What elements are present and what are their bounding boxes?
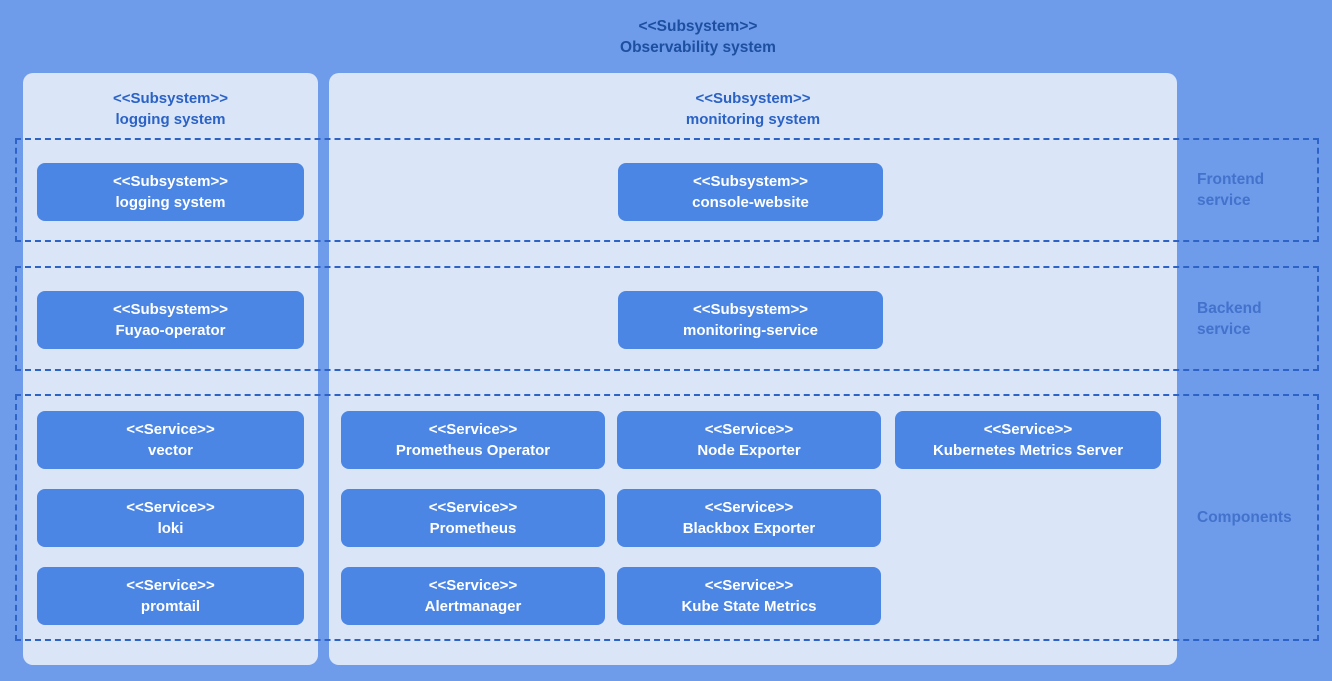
node-prometheus: <<Service>> Prometheus [341,489,605,547]
diagram-title-name: Observability system [620,39,776,56]
layer-backend-service [15,266,1319,371]
node-loki: <<Service>> loki [37,489,304,547]
node-name: Blackbox Exporter [682,520,816,537]
node-alertmanager: <<Service>> Alertmanager [341,567,605,625]
layer-label-frontend-service: Frontend service [1197,138,1315,242]
layer-label-text: Frontend service [1197,171,1265,209]
diagram-title-stereotype: <<Subsystem>> [638,18,758,35]
node-stereotype: <<Service>> [126,421,215,438]
node-console-website: <<Subsystem>> console-website [618,163,883,221]
node-name: vector [147,442,194,459]
node-name: Kubernetes Metrics Server [932,442,1124,459]
node-stereotype: <<Service>> [428,499,518,516]
node-promtail: <<Service>> promtail [37,567,304,625]
node-stereotype: <<Service>> [126,577,215,594]
node-stereotype: <<Subsystem>> [112,301,229,318]
panel-header-name: logging system [115,111,226,128]
node-kubernetes-metrics-server: <<Service>> Kubernetes Metrics Server [895,411,1161,469]
node-stereotype: <<Service>> [704,577,794,594]
panel-header-name: monitoring system [685,111,821,128]
layer-frontend-service [15,138,1319,242]
node-prometheus-operator: <<Service>> Prometheus Operator [341,411,605,469]
node-stereotype: <<Service>> [428,421,518,438]
node-stereotype: <<Service>> [126,499,215,516]
node-stereotype: <<Subsystem>> [692,301,809,318]
node-name: promtail [140,598,201,615]
panel-header-stereotype: <<Subsystem>> [695,90,811,107]
node-node-exporter: <<Service>> Node Exporter [617,411,881,469]
layer-components [15,394,1319,641]
node-logging-system: <<Subsystem>> logging system [37,163,304,221]
panel-header-stereotype: <<Subsystem>> [112,90,229,107]
node-name: loki [157,520,184,537]
node-vector: <<Service>> vector [37,411,304,469]
node-stereotype: <<Subsystem>> [112,173,229,190]
node-kube-state-metrics: <<Service>> Kube State Metrics [617,567,881,625]
node-name: console-website [692,194,809,211]
node-name: Fuyao-operator [115,322,226,339]
node-fuyao-operator: <<Subsystem>> Fuyao-operator [37,291,304,349]
panel-logging-system-header: <<Subsystem>> logging system [23,73,318,130]
node-name: Alertmanager [424,598,522,615]
node-name: logging system [115,194,226,211]
node-name: Prometheus Operator [395,442,551,459]
layer-label-text: Components [1197,509,1292,526]
node-blackbox-exporter: <<Service>> Blackbox Exporter [617,489,881,547]
layer-label-components: Components [1197,394,1315,641]
node-stereotype: <<Service>> [983,421,1073,438]
node-name: Prometheus [429,520,517,537]
panel-monitoring-system-header: <<Subsystem>> monitoring system [329,73,1177,130]
diagram-title: <<Subsystem>> Observability system [64,16,1332,58]
node-name: monitoring-service [682,322,819,339]
node-stereotype: <<Service>> [428,577,518,594]
node-monitoring-service: <<Subsystem>> monitoring-service [618,291,883,349]
node-stereotype: <<Service>> [704,421,794,438]
layer-label-text: Backend service [1197,299,1262,338]
node-stereotype: <<Subsystem>> [692,173,809,190]
node-name: Kube State Metrics [681,598,817,615]
node-name: Node Exporter [697,442,801,459]
layer-label-backend-service: Backend service [1197,266,1315,371]
node-stereotype: <<Service>> [704,499,794,516]
